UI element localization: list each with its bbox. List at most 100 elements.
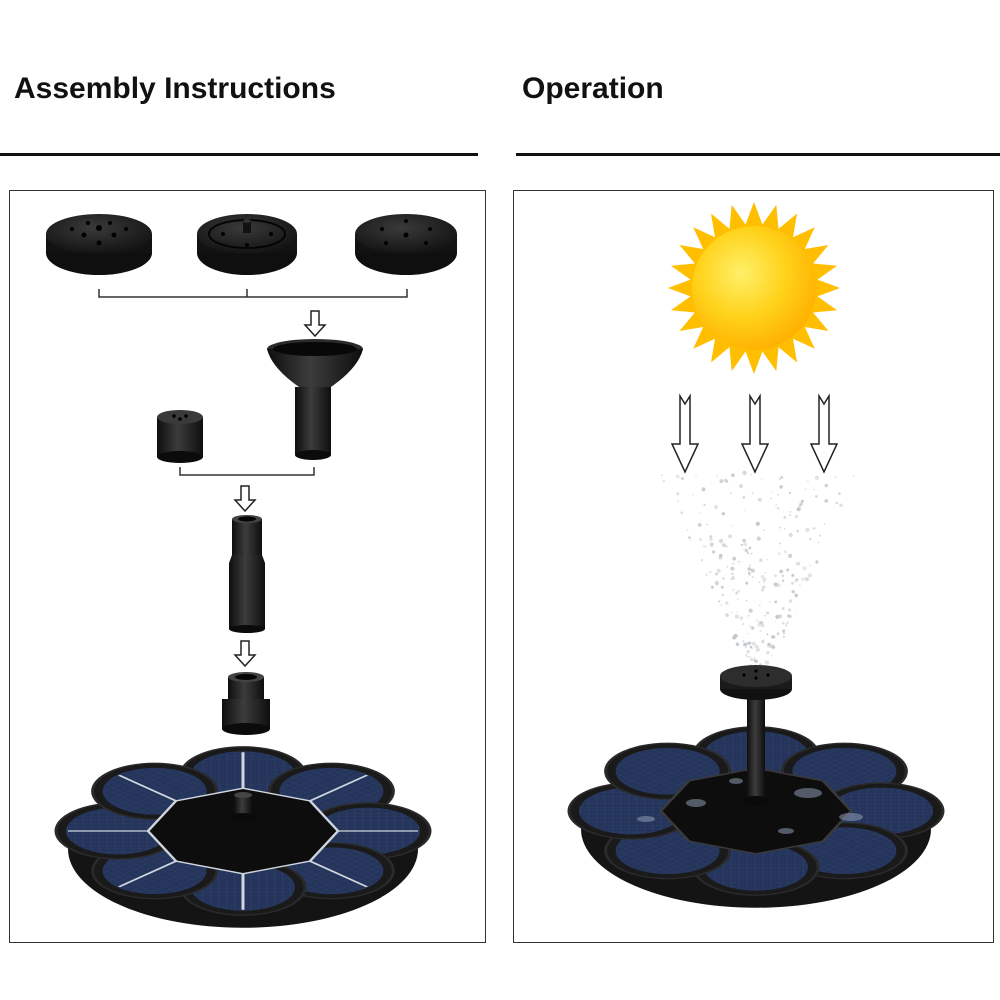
- water-droplet: [757, 648, 761, 651]
- water-droplet: [771, 645, 776, 649]
- water-droplet: [794, 593, 799, 598]
- operation-diagram: [567, 202, 945, 908]
- water-droplet: [722, 577, 725, 580]
- water-droplet: [725, 601, 729, 605]
- water-droplet: [731, 572, 734, 576]
- water-droplet: [754, 644, 759, 649]
- water-droplet: [791, 573, 795, 577]
- water-droplet: [759, 604, 761, 607]
- water-droplet: [744, 654, 747, 657]
- water-droplet: [795, 578, 799, 582]
- water-droplet: [783, 550, 788, 554]
- water-droplet: [758, 497, 762, 502]
- water-droplet: [701, 487, 706, 492]
- water-droplet: [784, 624, 788, 627]
- water-droplet: [745, 646, 748, 649]
- heads-bracket: [98, 289, 408, 298]
- water-spray: [661, 470, 855, 673]
- water-droplet: [662, 479, 666, 483]
- nozzle-head-3: [355, 214, 457, 275]
- sun-icon: [668, 202, 840, 374]
- water-droplet: [753, 657, 756, 660]
- water-droplet: [742, 640, 745, 643]
- solar-fountain-base: [54, 746, 432, 928]
- water-droplet: [747, 656, 749, 658]
- water-droplet: [809, 537, 812, 540]
- water-droplet: [746, 552, 749, 555]
- water-droplet: [711, 546, 713, 548]
- water-droplet: [716, 475, 718, 478]
- water-droplet: [789, 514, 791, 516]
- water-droplet: [794, 579, 798, 583]
- water-droplet: [742, 622, 745, 626]
- assembly-diagram: [46, 214, 457, 928]
- water-droplet: [710, 585, 714, 589]
- water-droplet: [722, 543, 726, 547]
- water-droplet: [720, 585, 724, 589]
- water-droplet: [747, 567, 752, 571]
- water-droplet: [736, 589, 740, 593]
- water-droplet: [731, 525, 733, 527]
- water-droplet: [761, 478, 763, 480]
- water-droplet: [774, 574, 777, 578]
- water-droplet: [852, 474, 855, 477]
- water-droplet: [804, 577, 809, 582]
- water-droplet: [700, 558, 704, 562]
- water-droplet: [791, 581, 794, 585]
- water-droplet: [835, 501, 838, 505]
- water-droplet: [709, 537, 713, 541]
- water-droplet: [774, 620, 777, 623]
- water-droplet: [770, 634, 775, 639]
- water-droplet: [817, 541, 820, 544]
- water-droplet: [677, 500, 679, 502]
- water-droplet: [778, 542, 781, 545]
- water-droplet: [749, 645, 753, 649]
- funnel-nozzle: [267, 339, 363, 460]
- water-droplet: [788, 491, 792, 495]
- water-droplet: [747, 614, 750, 617]
- water-droplet: [789, 615, 793, 618]
- water-droplet: [800, 499, 804, 503]
- water-droplet: [724, 479, 729, 484]
- water-droplet: [726, 565, 729, 568]
- water-droplet: [675, 474, 680, 479]
- water-droplet: [809, 564, 811, 567]
- water-droplet: [824, 499, 829, 503]
- water-droplet: [764, 572, 767, 574]
- operation-heading: Operation: [522, 72, 664, 105]
- nozzle-head-2: [197, 214, 297, 275]
- water-droplet: [788, 608, 792, 612]
- water-droplet: [815, 560, 819, 564]
- water-droplet: [730, 578, 733, 581]
- water-droplet: [734, 614, 739, 619]
- water-droplet: [711, 550, 716, 554]
- water-droplet: [709, 535, 713, 539]
- water-droplet: [743, 509, 746, 512]
- water-droplet: [721, 593, 725, 597]
- water-droplet: [748, 546, 752, 550]
- sunlight-arrow-icon: [670, 393, 700, 474]
- water-droplet: [739, 616, 743, 620]
- water-droplet: [776, 506, 780, 510]
- water-droplet: [715, 572, 718, 576]
- water-droplet: [778, 526, 781, 529]
- water-droplet: [719, 553, 723, 558]
- water-droplet: [767, 642, 771, 646]
- water-droplet: [692, 494, 694, 496]
- water-droplet: [780, 476, 784, 479]
- water-droplet: [720, 604, 723, 606]
- water-droplet: [728, 534, 732, 539]
- assembly-panel: [9, 190, 486, 943]
- water-droplet: [745, 653, 748, 656]
- water-droplet: [748, 608, 753, 613]
- water-droplet: [799, 584, 801, 586]
- water-droplet: [736, 611, 739, 613]
- down-arrow-icon: [303, 310, 327, 338]
- water-droplet: [762, 585, 766, 589]
- water-droplet: [791, 589, 795, 594]
- water-droplet: [782, 635, 785, 639]
- water-droplet: [798, 562, 801, 565]
- water-droplet: [763, 529, 766, 531]
- down-arrow-icon: [233, 640, 257, 668]
- water-droplet: [742, 538, 746, 543]
